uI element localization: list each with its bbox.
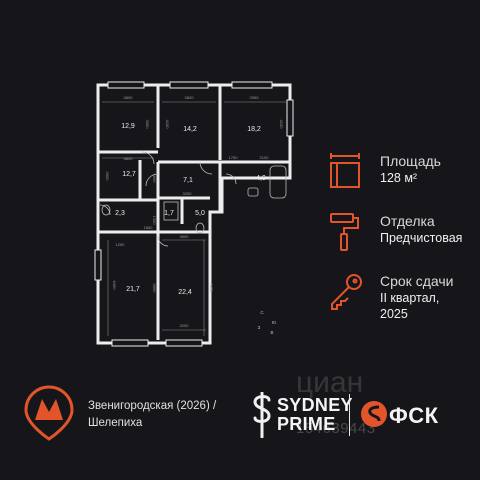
watermark-id: 154639443 <box>296 420 376 437</box>
area-label: Площадь <box>380 153 441 169</box>
dimension-label: 1750 <box>229 155 239 160</box>
window <box>231 81 273 89</box>
sydney-line2: PRIME <box>277 414 336 434</box>
door <box>157 235 169 247</box>
compass-east: В <box>270 330 273 335</box>
window <box>107 81 145 89</box>
paint-roller-icon <box>330 213 359 251</box>
metro-line2: Шелепиха <box>88 417 143 429</box>
dimension-label: 1650 <box>144 225 154 230</box>
room-area: 4,9 <box>256 175 266 182</box>
door <box>99 204 111 216</box>
room-area: 21,7 <box>126 286 140 293</box>
room-area: 1,7 <box>164 210 174 217</box>
window <box>169 81 209 89</box>
sydney-prime-text: SYDNEY PRIME <box>277 396 353 434</box>
key-icon <box>331 274 362 310</box>
room-area: 18,2 <box>247 126 261 133</box>
dimension-label: 3200 <box>180 323 190 328</box>
window <box>111 339 149 347</box>
shower <box>163 201 179 221</box>
finish-label: Отделка <box>380 213 435 229</box>
delivery-value-line2: 2025 <box>380 307 408 321</box>
toilet <box>101 204 111 216</box>
metro-icon <box>24 385 74 441</box>
dimension-label: 6450 <box>112 281 117 291</box>
dimension-label: 3800 <box>124 156 134 161</box>
door <box>199 161 213 175</box>
toilet <box>195 222 205 234</box>
dimension-label: 4150 <box>279 120 284 130</box>
dimension-label: 1250 <box>116 242 126 247</box>
door <box>225 173 237 185</box>
room-area: 2,3 <box>115 210 125 217</box>
dimension-label: 5600 <box>152 284 157 294</box>
sydney-line1: SYDNEY <box>277 395 353 415</box>
finish-value: Предчистовая <box>380 231 463 245</box>
delivery-label: Срок сдачи <box>380 273 454 289</box>
delivery-value-line1: II квартал, <box>380 291 440 305</box>
door <box>145 173 159 187</box>
dimension-label: 2950 <box>250 95 260 100</box>
dimension-label: 1300 <box>152 216 157 226</box>
area-value: 128 м² <box>380 171 418 185</box>
room-area: 22,4 <box>178 289 192 296</box>
dimension-label: 3800 <box>124 95 134 100</box>
compass-west: З <box>258 325 261 330</box>
brand-divider <box>349 394 350 436</box>
room-area: 12,9 <box>121 123 135 130</box>
window <box>286 99 294 137</box>
compass-north: С <box>260 310 264 315</box>
metro-station: Звенигородская (2026) / Шелепиха <box>88 398 216 432</box>
door <box>141 151 155 165</box>
fsk-text: ФСК <box>389 403 439 428</box>
sink <box>247 187 259 197</box>
compass-south: Ю <box>272 320 277 325</box>
dimension-label: 2100 <box>260 155 270 160</box>
watermark-logo: циан <box>296 366 364 399</box>
fsk-logo-icon <box>361 401 387 427</box>
dimension-label: 3600 <box>180 234 190 239</box>
room-area: 12,7 <box>122 171 136 178</box>
dimension-label: 3550 <box>145 120 150 130</box>
dimension-label: 6450 <box>209 284 214 294</box>
dimension-label: 3250 <box>183 191 193 196</box>
dimension-label: 3820 <box>185 95 195 100</box>
metro-line1: Звенигородская (2026) / <box>88 400 217 412</box>
room-area: 5,0 <box>195 210 205 217</box>
bathtub <box>269 165 287 199</box>
room-area: 14,2 <box>183 126 197 133</box>
window <box>165 339 203 347</box>
room-area: 7,1 <box>183 177 193 184</box>
dimension-label: 2600 <box>105 172 110 182</box>
sydney-prime-logo <box>253 392 271 438</box>
dimension-label: 4150 <box>165 120 170 130</box>
area-icon <box>330 153 360 188</box>
dimension-label: 4600 <box>152 174 157 184</box>
window <box>94 249 102 281</box>
